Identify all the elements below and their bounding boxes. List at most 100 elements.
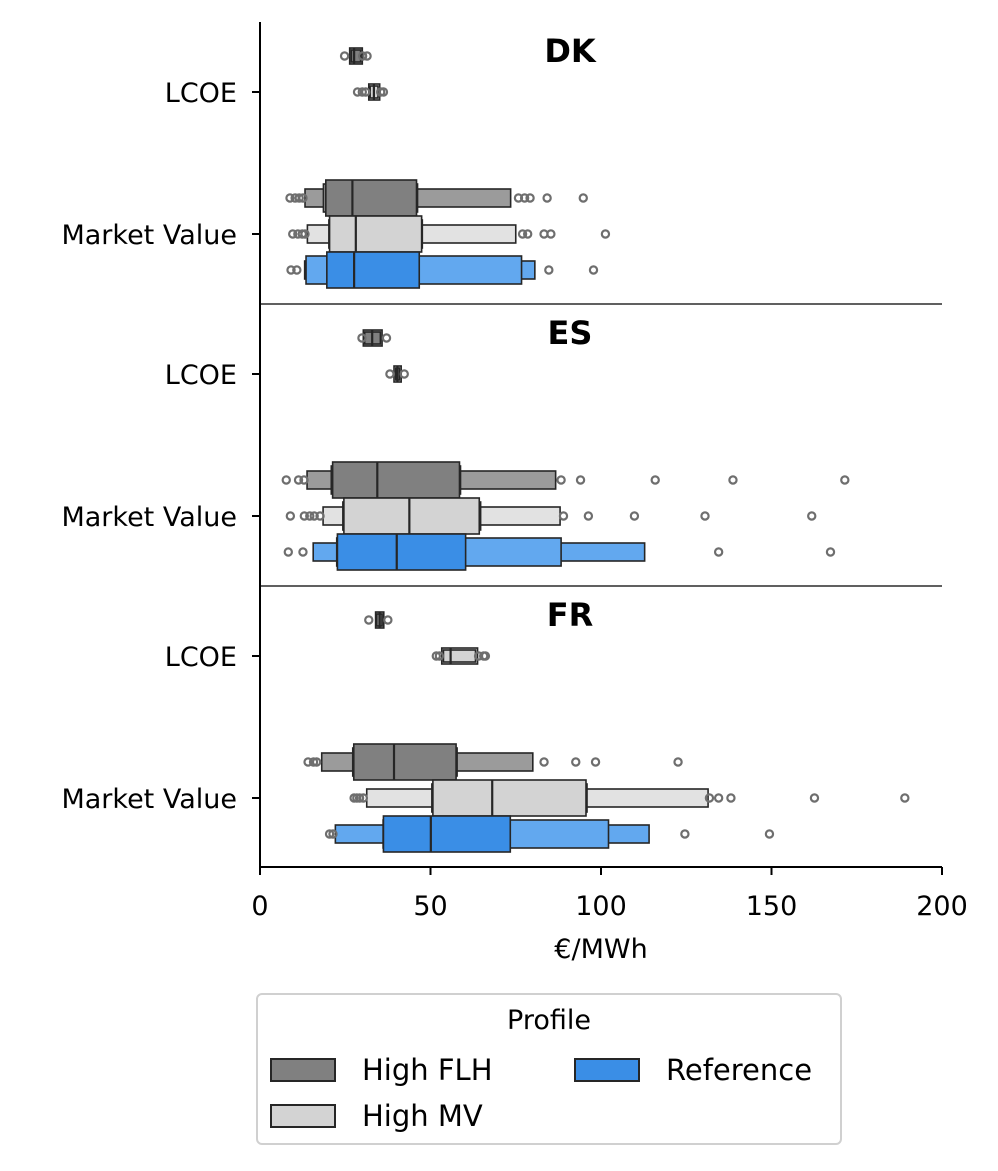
outlier-point (362, 51, 372, 61)
outlier-point (324, 829, 335, 839)
legend-item-reference: Reference (574, 1053, 812, 1087)
outlier-point (339, 51, 350, 61)
outlier-point (542, 193, 552, 203)
y-tick-label: Market Value (61, 220, 237, 251)
outlier-point (825, 547, 836, 557)
legend: Profile High FLH Reference High MV (256, 993, 842, 1145)
outlier-point (590, 757, 601, 767)
outlier-point (283, 547, 294, 557)
outlier-point (311, 757, 322, 767)
box-reference-level (382, 815, 512, 853)
panel-title-es: ES (548, 314, 593, 352)
outlier-point (726, 793, 736, 803)
legend-swatch-reference (574, 1058, 640, 1082)
legend-swatch-high-mv (270, 1104, 336, 1128)
outlier-point (361, 87, 371, 97)
outlier-point (764, 829, 775, 839)
outlier-point (294, 193, 304, 203)
outlier-point (299, 511, 310, 521)
outlier-point (308, 757, 319, 767)
outlier-point (378, 87, 389, 97)
outlier-point (434, 651, 445, 661)
outlier-point (673, 757, 683, 767)
outlier-point (303, 757, 313, 767)
x-tick-label: 0 (251, 891, 268, 922)
outlier-point (900, 793, 910, 803)
x-axis-label: €/MWh (554, 934, 647, 965)
outlier-point (309, 511, 319, 521)
outlier-point (281, 475, 291, 485)
x-tick-label: 100 (575, 891, 627, 922)
legend-label-high-mv: High MV (362, 1099, 483, 1133)
outlier-point (680, 829, 690, 839)
outlier-point (286, 265, 296, 275)
outlier-point (809, 793, 820, 803)
outlier-point (299, 475, 309, 485)
box-high-mv-level (343, 497, 481, 535)
outlier-point (556, 475, 566, 485)
outlier-point (713, 547, 724, 557)
outlier-point (399, 369, 409, 379)
outlier-point (381, 333, 392, 343)
legend-item-high-flh: High FLH (270, 1053, 493, 1087)
outlier-point (292, 265, 302, 275)
y-tick-label: LCOE (165, 360, 237, 391)
outlier-point (578, 193, 588, 203)
outlier-point (285, 511, 296, 521)
outlier-point (519, 193, 530, 203)
box-high-mv-level (442, 649, 477, 663)
outlier-point (328, 829, 338, 839)
outlier-point (539, 757, 549, 767)
y-tick-label: Market Value (61, 502, 237, 533)
legend-swatch-high-flh (270, 1058, 336, 1082)
outlier-point (650, 475, 660, 485)
x-tick-label: 200 (916, 891, 968, 922)
outlier-point (305, 511, 315, 521)
y-tick-label: LCOE (165, 642, 237, 673)
outlier-point (385, 369, 395, 379)
panel-title-dk: DK (544, 32, 597, 70)
outlier-point (728, 475, 738, 485)
outlier-point (583, 511, 594, 521)
outlier-point (571, 757, 581, 767)
legend-label-high-flh: High FLH (362, 1053, 493, 1087)
outlier-point (298, 193, 308, 203)
outlier-point (354, 793, 365, 803)
outlier-point (544, 265, 554, 275)
outlier-point (358, 793, 369, 803)
outlier-point (588, 265, 599, 275)
outlier-point (431, 651, 441, 661)
outlier-point (575, 475, 586, 485)
outlier-point (315, 511, 325, 521)
outlier-point (357, 87, 367, 97)
outlier-point (629, 511, 640, 521)
box-high-flh-level (325, 179, 418, 217)
box-high-flh-level (352, 743, 457, 781)
outlier-point (364, 615, 374, 625)
box-high-mv-level (432, 779, 587, 817)
outlier-point (840, 475, 850, 485)
outlier-point (558, 511, 569, 521)
box-reference-level (336, 533, 467, 571)
outlier-point (517, 229, 528, 239)
outlier-point (298, 547, 308, 557)
box-high-mv-level (328, 215, 423, 253)
outlier-point (546, 229, 556, 239)
panel-title-fr: FR (547, 596, 594, 634)
outlier-point (293, 475, 304, 485)
outlier-point (288, 229, 298, 239)
box-high-flh-level (331, 461, 461, 499)
outlier-point (700, 511, 710, 521)
outlier-point (522, 229, 533, 239)
outlier-point (357, 51, 368, 61)
outlier-point (713, 793, 724, 803)
y-tick-label: Market Value (61, 784, 237, 815)
outlier-point (807, 511, 817, 521)
box-reference-level (326, 251, 421, 289)
outlier-point (704, 793, 715, 803)
outlier-point (480, 651, 491, 661)
outlier-point (600, 229, 611, 239)
legend-item-high-mv: High MV (270, 1099, 483, 1133)
x-tick-label: 150 (746, 891, 798, 922)
